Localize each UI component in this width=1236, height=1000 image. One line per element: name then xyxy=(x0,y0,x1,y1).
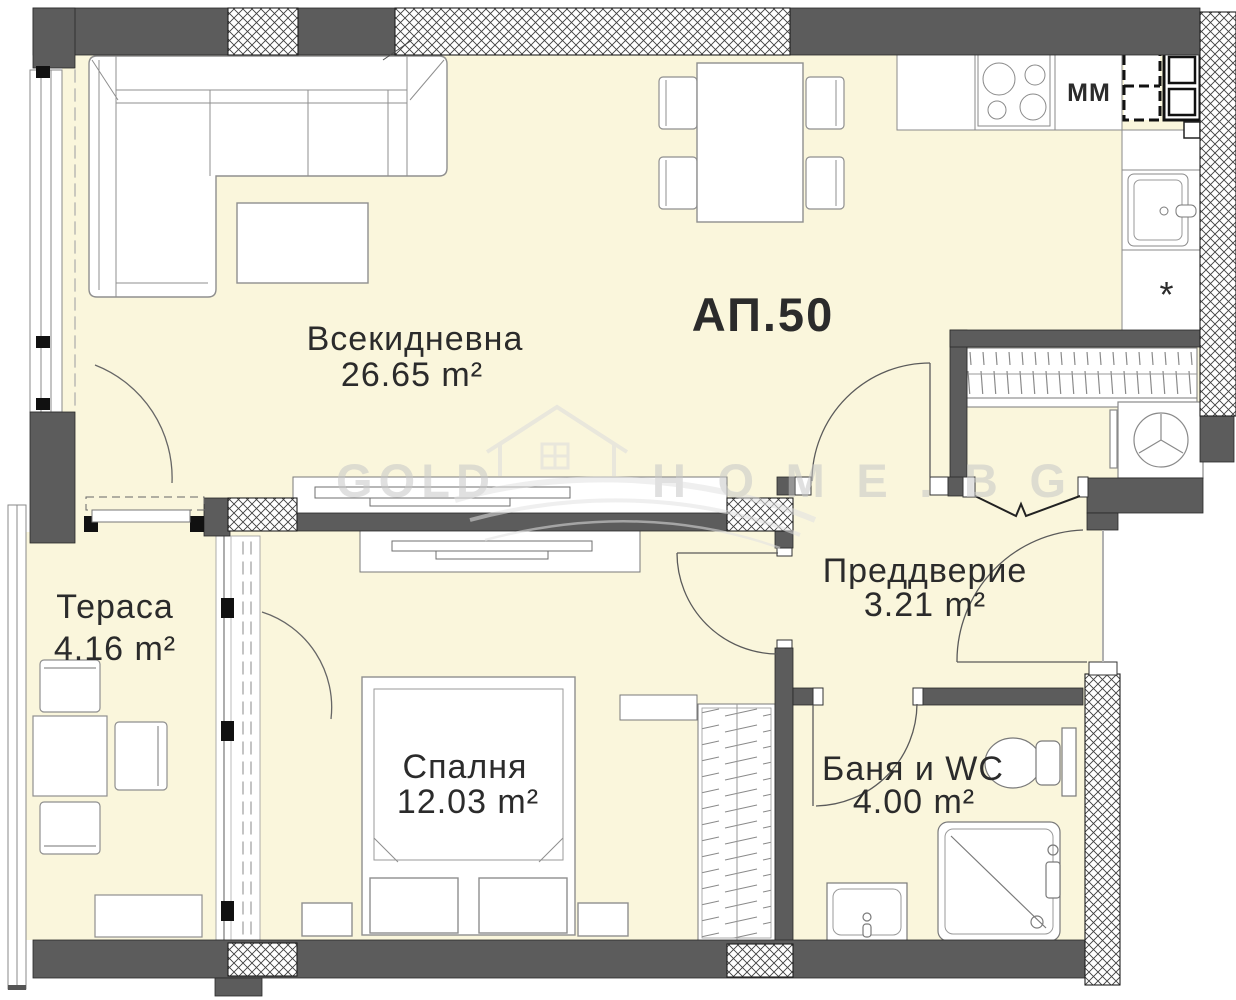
label-terrace-name: Тераса xyxy=(56,588,174,626)
pillow xyxy=(478,877,568,934)
bed xyxy=(301,676,629,937)
hatch-block xyxy=(394,7,791,56)
label-hall-name: Преддверие xyxy=(823,552,1028,590)
hatch-block xyxy=(227,497,298,532)
door-layer xyxy=(85,362,1087,807)
entry-closet xyxy=(966,347,1198,408)
terrace-chair xyxy=(39,659,101,713)
wall-bedroom-bath xyxy=(774,647,794,944)
door-bathroom xyxy=(812,703,918,807)
nightstand xyxy=(577,902,629,937)
hatch-block xyxy=(227,7,299,56)
dining-chair xyxy=(805,156,845,210)
furniture-layer xyxy=(32,47,1204,943)
label-appliance-star: * xyxy=(1159,274,1174,315)
terrace-chair xyxy=(39,801,101,855)
pillow xyxy=(369,877,459,934)
label-appliance-mm: ММ xyxy=(1067,79,1111,107)
sofa xyxy=(88,55,448,298)
label-apartment-number: АП.50 xyxy=(692,288,834,341)
dining-chair xyxy=(658,76,698,130)
label-living-name: Всекидневна xyxy=(307,320,524,358)
door-living-hall xyxy=(811,362,931,482)
kitchen-counter xyxy=(896,47,1203,334)
wall-bath-top xyxy=(922,687,1084,706)
wall-kitchen-closet-h xyxy=(949,329,1201,348)
glazing-layer xyxy=(7,69,261,990)
wall-entry-L xyxy=(1086,477,1204,514)
door-entry-swing xyxy=(956,529,1087,663)
faucet xyxy=(1159,206,1169,216)
washing-machine xyxy=(1109,401,1204,479)
dining-table xyxy=(696,62,804,223)
label-hall-area: 3.21 m² xyxy=(864,586,986,624)
wardrobe xyxy=(619,694,776,943)
label-bath-area: 4.00 m² xyxy=(853,783,975,821)
nightstand xyxy=(301,902,353,937)
label-living-area: 26.65 m² xyxy=(341,356,483,394)
door-entry xyxy=(974,495,1081,518)
caps-layer xyxy=(36,39,1118,921)
dining-set xyxy=(658,62,845,223)
bedroom-dresser xyxy=(359,527,641,573)
label-terrace-area: 4.16 m² xyxy=(54,630,176,668)
dining-chair xyxy=(658,156,698,210)
door-terrace xyxy=(85,364,205,523)
hatch-block xyxy=(726,943,794,978)
hatch-layer xyxy=(227,7,1236,986)
watermark-word-left: GOLD xyxy=(336,454,496,507)
label-bedroom-name: Спалня xyxy=(403,748,528,786)
wall-left-mid xyxy=(29,411,76,544)
label-bedroom-area: 12.03 m² xyxy=(397,783,539,821)
bathroom-fixtures xyxy=(826,727,1077,942)
terrace-furniture xyxy=(32,659,203,938)
wall-left-top xyxy=(32,7,76,69)
terrace-table xyxy=(32,715,108,797)
labels-layer: Всекидневна 26.65 m² АП.50 Тераса 4.16 m… xyxy=(54,79,1174,821)
stove xyxy=(977,53,1051,127)
watermark-word-right: HOME.BG xyxy=(652,454,1072,507)
hatch-block xyxy=(227,942,298,977)
dining-chair xyxy=(805,76,845,130)
hatch-block xyxy=(1199,11,1236,417)
wall-bottom xyxy=(32,939,1086,979)
coffee-table xyxy=(236,202,369,284)
terrace-chair xyxy=(114,721,168,791)
fridge-units xyxy=(1122,50,1202,139)
living-window xyxy=(29,69,63,413)
terrace-bench xyxy=(94,894,203,938)
hatch-block xyxy=(1084,673,1121,986)
label-bath-name: Баня и WC xyxy=(822,750,1004,788)
door-glazing-swing xyxy=(261,611,333,720)
door-bedroom xyxy=(676,552,779,655)
watermark: GOLD HOME.BG xyxy=(336,404,1072,550)
